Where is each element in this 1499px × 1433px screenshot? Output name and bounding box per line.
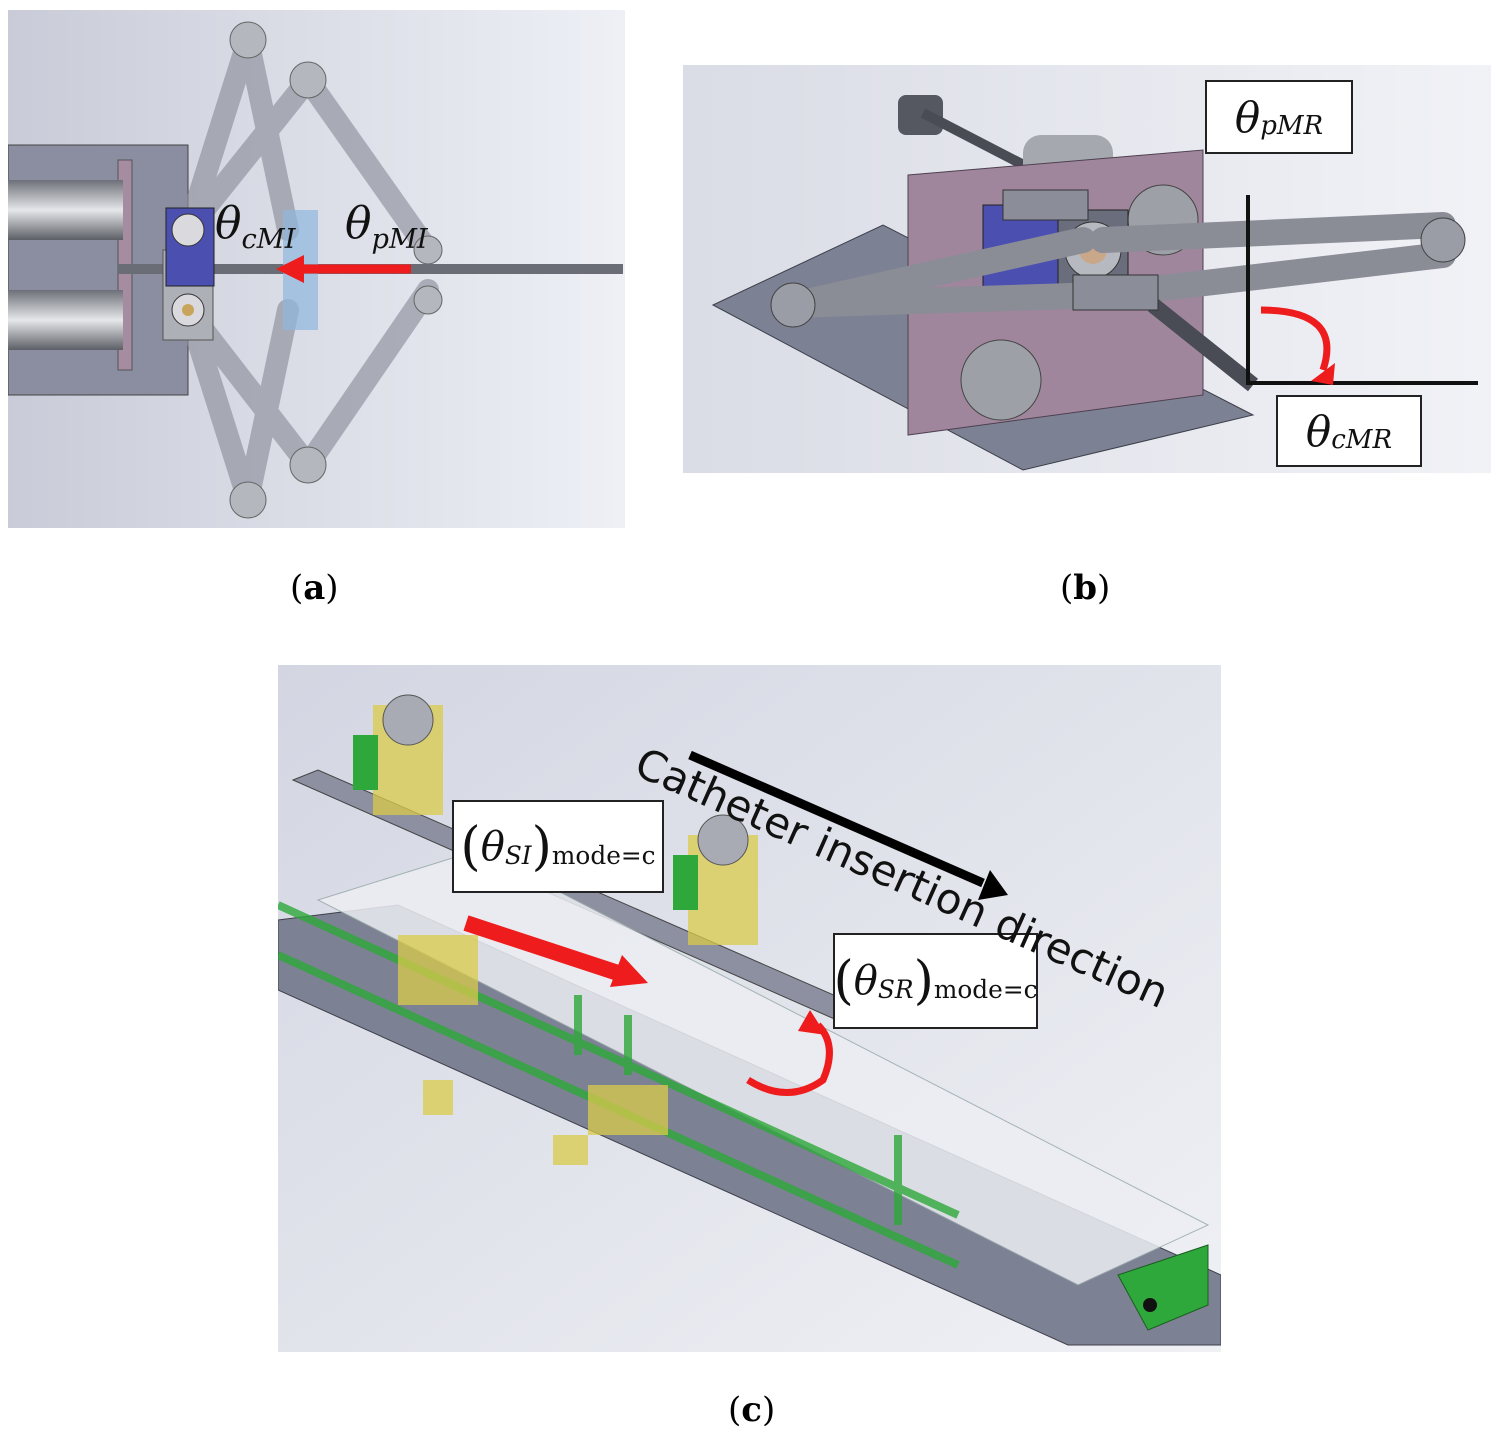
motor-knob: [898, 95, 943, 135]
green-bracket-left: [353, 735, 378, 790]
slave-insertion-arrow-head: [610, 955, 648, 987]
insertion-arrow-head: [276, 255, 304, 283]
gear-center: [182, 304, 194, 316]
motor-cylinder-bottom: [8, 290, 123, 350]
label-theta-cmi: θcMI: [215, 198, 295, 255]
green-bracket-right: [673, 855, 698, 910]
mode-subscript: mode=c: [551, 840, 656, 870]
bevel-gear: [960, 339, 1042, 421]
theta-symbol: θ: [1305, 406, 1332, 456]
slave-rotation-arrow-head: [798, 1010, 826, 1035]
panel-b-iso-view: [683, 65, 1491, 473]
label-theta-pmi: θpMI: [345, 198, 428, 255]
caption-b: (b): [1060, 568, 1111, 608]
right-joint: [1420, 217, 1466, 263]
end-bolt: [1143, 1298, 1157, 1312]
mode-subscript: mode=c: [933, 975, 1038, 1005]
panel-a-drawing: [8, 10, 625, 528]
panel-a-top-view: [8, 10, 625, 528]
theta-symbol: θ: [215, 198, 242, 249]
subscript-cmr: cMR: [1331, 425, 1393, 456]
rotation-arrow-head: [1311, 363, 1335, 385]
subscript-cmi: cMI: [241, 223, 296, 255]
direction-arrow-head: [978, 870, 1008, 900]
theta-symbol: θ: [345, 198, 372, 249]
panel-c-assembly: [278, 665, 1221, 1352]
front-bracket: [1072, 274, 1159, 311]
top-bracket: [1002, 189, 1089, 221]
rotation-arrow-arc: [1260, 306, 1331, 372]
linkage-joints: [229, 21, 443, 519]
slave-rotation-arrow-arc: [746, 1022, 833, 1096]
theta-symbol: θ: [853, 958, 878, 1004]
theta-symbol: θ: [1234, 92, 1261, 142]
theta-symbol: θ: [480, 823, 505, 870]
panel-b-drawing: [683, 65, 1491, 473]
upper-motor-left: [382, 694, 434, 746]
bearing: [171, 213, 205, 247]
upper-motor-right: [697, 814, 749, 866]
slave-insertion-arrow-shaft: [463, 915, 621, 981]
scissor-linkage: [177, 29, 439, 511]
subscript-sr: SR: [877, 975, 914, 1005]
panel-c-drawing: [278, 665, 1221, 1352]
direction-arrow-shaft: [688, 750, 985, 888]
motor-cylinder-top: [8, 180, 123, 240]
end-bracket: [1117, 1244, 1209, 1331]
front-shaft: [1148, 298, 1258, 392]
subscript-pmr: pMR: [1260, 111, 1324, 142]
subscript-si: SI: [504, 840, 532, 870]
subscript-pmi: pMI: [371, 223, 428, 255]
caption-a: (a): [290, 568, 339, 608]
left-joint: [770, 282, 816, 328]
linkage-arms: [780, 212, 1456, 318]
caption-c: (c): [728, 1390, 776, 1430]
